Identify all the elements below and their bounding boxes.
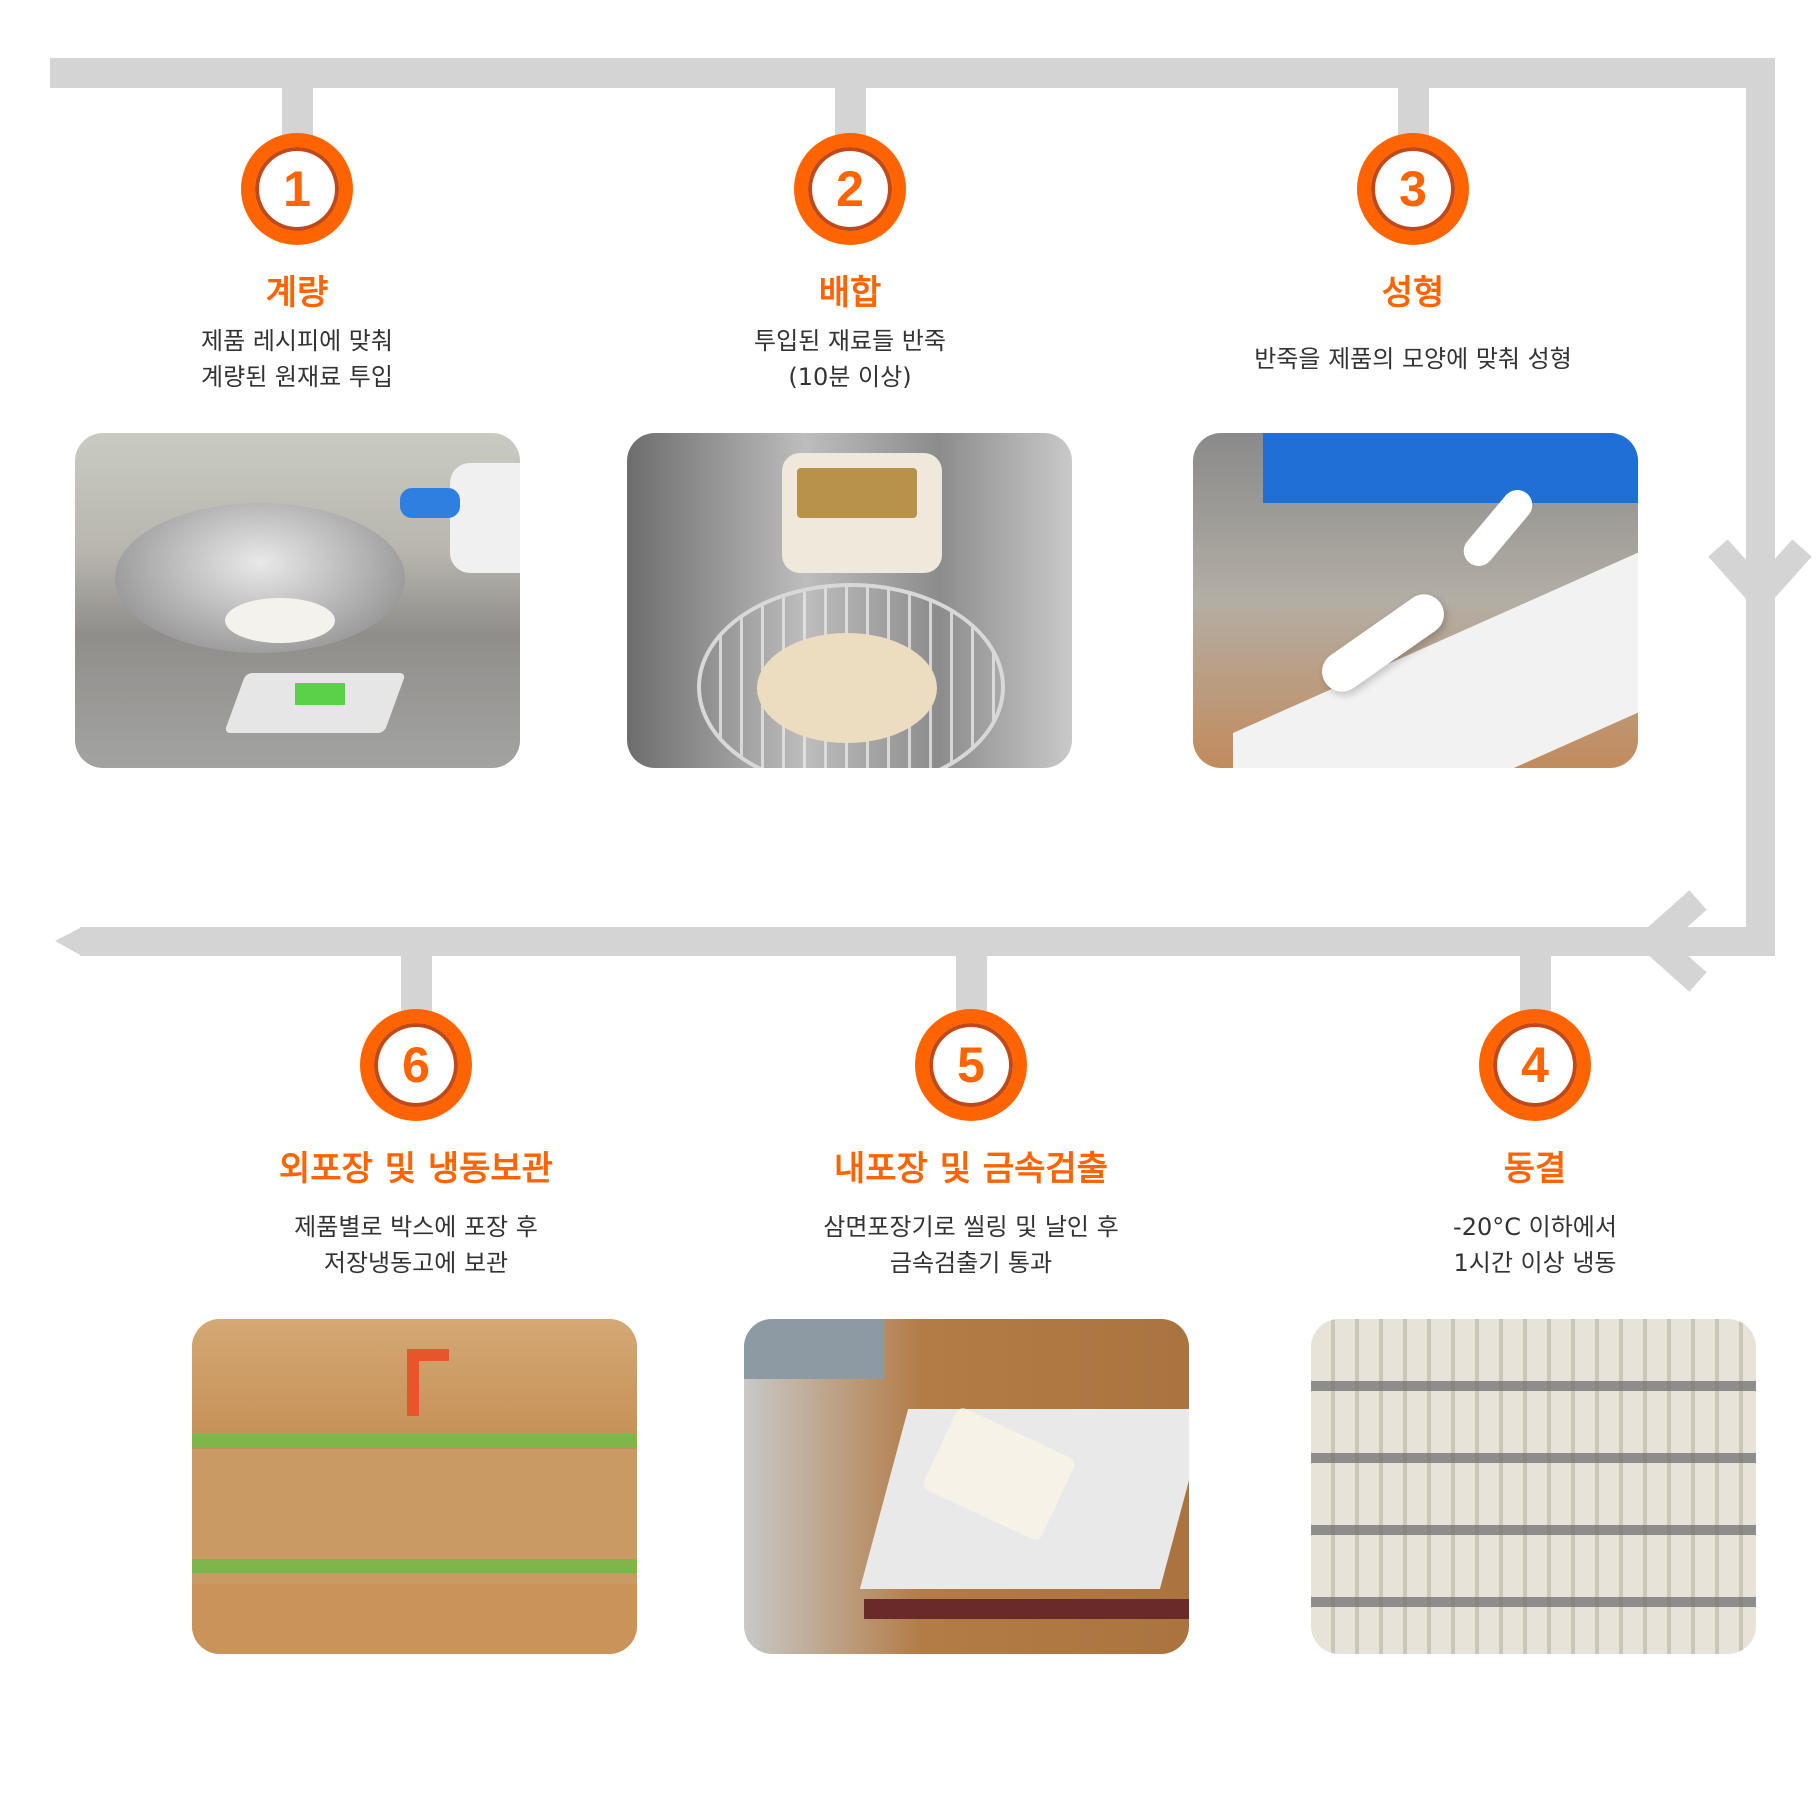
down-chevron-icon — [1708, 539, 1812, 615]
connector — [956, 956, 987, 1011]
step-number-badge: 5 — [915, 1009, 1027, 1121]
connector — [1520, 956, 1551, 1011]
step-description: 반죽을 제품의 모양에 맞춰 성형 — [1254, 345, 1572, 373]
bottom-flow-line — [80, 927, 1775, 956]
step-title: 외포장 및 냉동보관 — [279, 1149, 553, 1189]
connector — [1398, 87, 1429, 137]
step-number-badge: 6 — [360, 1009, 472, 1121]
connector — [401, 956, 432, 1011]
freezing-trays-photo — [1311, 1319, 1756, 1654]
dough-mixer-photo — [627, 433, 1072, 768]
boxes-photo — [192, 1319, 637, 1654]
step-title: 동결 — [1503, 1149, 1567, 1189]
left-arrow-head-icon — [55, 927, 82, 956]
step-title: 성형 — [1381, 273, 1445, 313]
step-number-badge: 3 — [1357, 133, 1469, 245]
step-number-badge: 2 — [794, 133, 906, 245]
step-number-badge: 1 — [241, 133, 353, 245]
step-number-badge: 4 — [1479, 1009, 1591, 1121]
right-flow-line — [1746, 58, 1775, 956]
metal-detector-photo — [744, 1319, 1189, 1654]
step-title: 배합 — [818, 273, 882, 313]
left-chevron-icon — [1632, 890, 1707, 992]
step-description: 투입된 재료들 반죽(10분 이상) — [754, 327, 946, 391]
top-flow-line — [50, 58, 1775, 88]
connector — [282, 87, 313, 137]
shaping-conveyor-photo — [1193, 433, 1638, 768]
connector — [835, 87, 866, 137]
step-title: 계량 — [265, 273, 329, 313]
weighing-flour-photo — [75, 433, 520, 768]
step-title: 내포장 및 금속검출 — [834, 1149, 1108, 1189]
